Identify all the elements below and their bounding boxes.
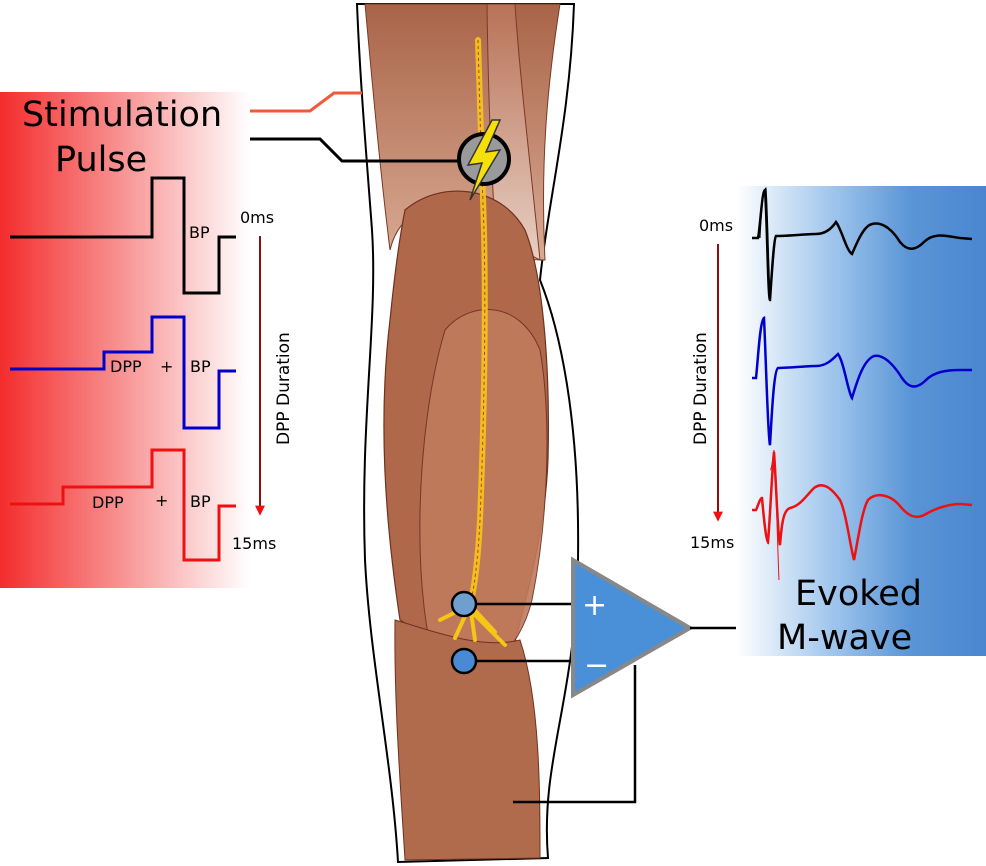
mwave-panel: 0ms DPP Duration 15ms Evoked M-wave <box>690 186 986 658</box>
pulse-short-dpp-bp-label: BP <box>190 357 211 376</box>
mwave-panel-background <box>736 186 986 656</box>
stimulation-panel: Stimulation Pulse BP DPP + BP DPP + BP 0… <box>0 92 294 588</box>
mwave-trace-blue <box>752 316 972 446</box>
pulse-short-dpp <box>10 315 236 430</box>
pulse-bp-only-bp-label: BP <box>189 223 210 242</box>
lightning-bolt-icon <box>466 119 502 201</box>
pulse-long-dpp-dpp-label: DPP <box>92 493 124 512</box>
amplifier-plus-label: + <box>582 588 607 623</box>
differential-amplifier: + − <box>571 556 695 699</box>
mwave-axis-label: DPP Duration <box>691 332 711 445</box>
pulse-long-dpp-plus-label: + <box>155 491 168 510</box>
mwave-title-line2: M-wave <box>777 618 912 658</box>
recording-electrode-positive <box>450 590 478 618</box>
amplifier-triangle <box>571 556 695 699</box>
mwave-trace-red-thin <box>761 449 780 581</box>
mwave-title-line1: Evoked <box>795 574 922 614</box>
pulse-bp-only <box>10 176 236 295</box>
leg-illustration <box>355 3 580 864</box>
stim-axis-label: DPP Duration <box>274 332 294 445</box>
stimulation-title-line1: Stimulation <box>22 95 222 135</box>
mwave-trace-red <box>752 451 973 561</box>
mwave-trace-black-thin <box>759 187 772 301</box>
recording-electrode-negative <box>450 647 478 675</box>
mwave-end-time-label: 15ms <box>690 533 734 552</box>
mwave-trace-black <box>752 188 973 302</box>
stim-start-time-label: 0ms <box>240 208 274 227</box>
pulse-short-dpp-plus-label: + <box>160 357 173 376</box>
stim-end-time-label: 15ms <box>232 534 276 553</box>
stim-lead-red <box>250 91 362 113</box>
mwave-start-time-label: 0ms <box>699 216 733 235</box>
pulse-long-dpp <box>10 448 236 562</box>
wire-ground <box>513 665 637 804</box>
pulse-long-dpp-bp-label: BP <box>190 492 211 511</box>
pulse-short-dpp-dpp-label: DPP <box>110 357 142 376</box>
shin-muscle <box>394 619 541 861</box>
stim-lead-black <box>250 137 470 163</box>
amplifier-minus-label: − <box>584 648 609 683</box>
nerve-branches <box>438 603 507 647</box>
stimulation-electrode <box>457 119 511 201</box>
stimulation-title-line2: Pulse <box>55 140 147 180</box>
